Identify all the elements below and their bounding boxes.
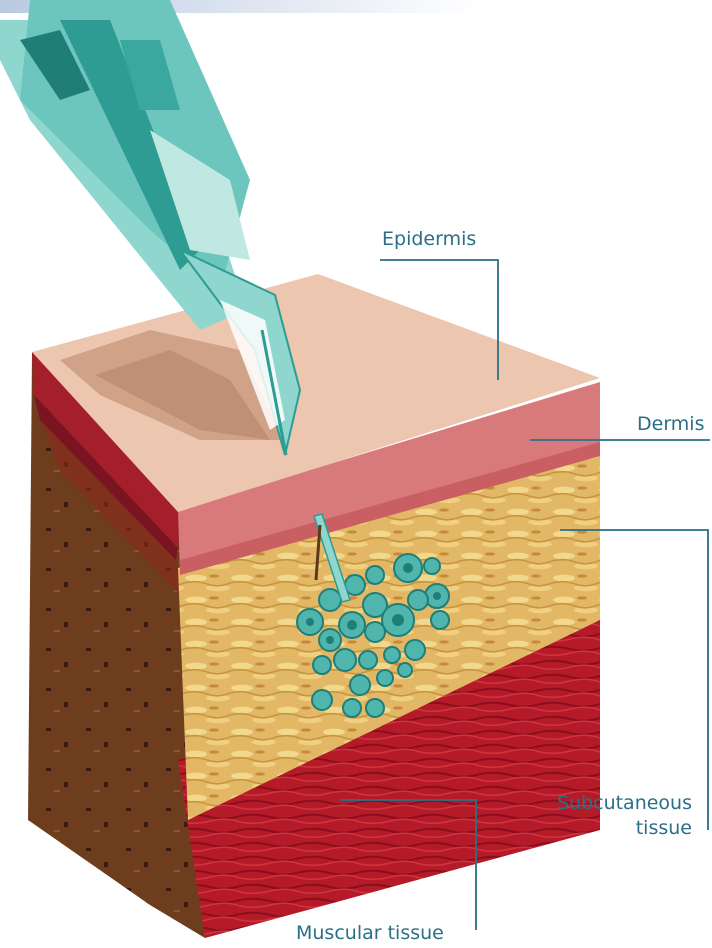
label-subcutaneous-line1: Subcutaneous	[557, 792, 692, 814]
label-epidermis: Epidermis	[382, 228, 476, 250]
label-muscular-tissue: Muscular tissue	[296, 922, 444, 944]
label-subcutaneous-line2: tissue	[636, 817, 692, 839]
label-dermis: Dermis	[637, 413, 704, 435]
